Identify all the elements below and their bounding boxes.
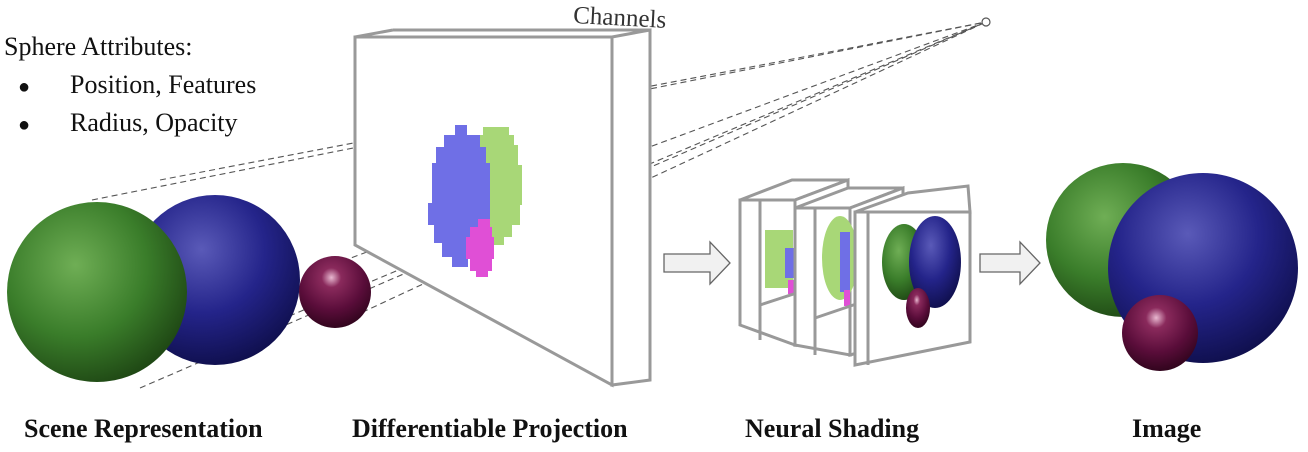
projected-blobs <box>428 125 522 277</box>
caption-neural-shading: Neural Shading <box>745 414 920 443</box>
scene-spheres <box>7 195 371 382</box>
sphere-attributes-title: Sphere Attributes: <box>4 32 193 61</box>
attribute-label: Radius, Opacity <box>70 108 238 137</box>
neural-shading-stack <box>738 177 972 367</box>
channels-label: Channels <box>572 2 667 34</box>
output-image <box>1046 163 1298 371</box>
attribute-item: ● Position, Features <box>18 70 256 100</box>
projected-pink-blob <box>466 219 494 277</box>
scene-green-sphere <box>7 202 187 382</box>
bullet-icon: ● <box>18 76 31 98</box>
feature-map-3 <box>853 184 972 367</box>
arrow-right-icon <box>663 240 731 286</box>
attribute-label: Position, Features <box>70 70 257 99</box>
scene-purple-sphere <box>299 256 371 328</box>
caption-image: Image <box>1132 414 1202 443</box>
caption-differentiable-projection: Differentiable Projection <box>352 414 628 443</box>
attribute-item: ● Radius, Opacity <box>18 108 238 138</box>
bullet-icon: ● <box>18 114 31 136</box>
camera-point <box>981 17 991 27</box>
caption-scene-representation: Scene Representation <box>24 414 263 443</box>
arrow-right-icon <box>979 240 1041 286</box>
output-purple-sphere <box>1122 295 1198 371</box>
